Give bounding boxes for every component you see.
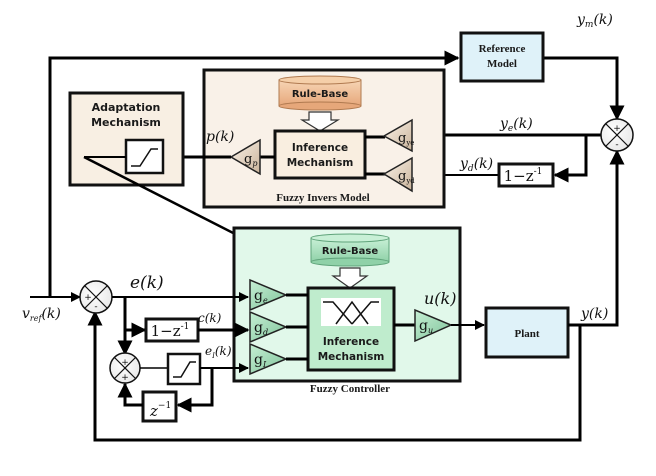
ref-wire xyxy=(48,50,460,297)
u-label: u(k) xyxy=(424,289,456,308)
fuzzy-inverse-model-block: Rule-Base Inference Mechanism gye gyd gp… xyxy=(202,68,446,209)
sum-sign-plus-2: + xyxy=(121,373,129,383)
difference-block-inverse: 1−z-1 xyxy=(497,162,555,188)
delay-output-wire xyxy=(117,382,143,407)
saturation-icon-2 xyxy=(173,361,196,378)
p-label: p(k) xyxy=(206,129,234,145)
adaptation-label-1: Adaptation xyxy=(92,101,161,114)
svg-text:gu: gu xyxy=(419,318,433,335)
reference-model-label-1: Reference xyxy=(479,43,526,55)
controller-inference-label-2: Mechanism xyxy=(318,351,385,363)
gain-u: gu xyxy=(414,308,453,343)
sum-junction-main: + - xyxy=(79,280,113,314)
svg-text:gp: gp xyxy=(244,152,257,168)
yd-label: yd(k) xyxy=(459,156,493,174)
svg-text:Rule-Base: Rule-Base xyxy=(322,246,379,257)
ym-wire xyxy=(543,56,625,121)
sum-sign-plus: + xyxy=(84,293,92,303)
difference-block-controller: 1−z-1 xyxy=(144,317,200,343)
sum-sign-plus: + xyxy=(121,358,129,368)
sum-junction-error: + - xyxy=(600,118,634,152)
sum-junction-integrator: + + xyxy=(109,352,141,384)
saturation-block-adapt xyxy=(124,138,165,175)
controller-inference-label-1: Inference xyxy=(323,336,379,348)
adaptation-mechanism-block: Adaptation Mechanism xyxy=(68,91,185,187)
inference-label-1: Inference xyxy=(292,142,348,154)
rule-base-controller: Rule-Base xyxy=(310,233,390,267)
reference-model-label-2: Model xyxy=(487,58,517,70)
gain-i: gI xyxy=(249,342,288,376)
y-feedback-up-wire xyxy=(580,149,625,327)
plant-label: Plant xyxy=(514,328,539,340)
svg-text:1−z-1: 1−z-1 xyxy=(151,322,190,340)
reference-model-block: Reference Model xyxy=(459,31,545,83)
svg-text:gye: gye xyxy=(398,131,414,147)
saturation-icon xyxy=(131,148,158,167)
c-label: c(k) xyxy=(198,311,222,325)
adaptation-label-2: Mechanism xyxy=(91,116,161,129)
y-label: y(k) xyxy=(580,306,608,322)
eI-label: eI(k) xyxy=(205,344,232,360)
y-feedback-bottom-wire xyxy=(87,310,582,442)
svg-text:gI: gI xyxy=(254,352,267,369)
ym-label: ym(k) xyxy=(576,12,613,30)
svg-text:ge: ge xyxy=(254,288,268,305)
svg-text:gyd: gyd xyxy=(398,169,415,185)
gain-d: gd xyxy=(249,310,288,344)
fuzzy-inverse-model-caption: Fuzzy Invers Model xyxy=(276,192,369,204)
rule-base-inverse: Rule-Base xyxy=(278,75,362,111)
ye-branch-wire xyxy=(553,135,588,183)
gain-p: gp xyxy=(229,138,261,176)
e-label: e(k) xyxy=(130,273,164,293)
sum-sign-minus: - xyxy=(94,302,97,312)
sum-sign-minus: - xyxy=(615,140,618,150)
svg-text:Rule-Base: Rule-Base xyxy=(292,89,349,100)
vref-label: vref(k) xyxy=(22,306,61,323)
svg-text:gd: gd xyxy=(254,320,268,337)
delay-loop-wire xyxy=(176,368,214,413)
ye-label: ye(k) xyxy=(499,116,533,134)
svg-text:z−1: z−1 xyxy=(149,401,171,420)
rule-base-arrow-inverse xyxy=(299,111,341,132)
inference-label-2: Mechanism xyxy=(287,157,354,169)
plant-block: Plant xyxy=(484,306,570,359)
saturation-block-integrator xyxy=(166,352,202,386)
gain-e: ge xyxy=(249,278,288,312)
fuzzy-controller-caption: Fuzzy Controller xyxy=(310,383,390,395)
rule-base-arrow-controller xyxy=(331,267,369,289)
fuzzy-controller-block: Rule-Base Inference Mechanism ge gd gI xyxy=(232,226,462,395)
gain-ye: gye xyxy=(382,118,414,153)
delay-block: z−1 xyxy=(141,390,178,423)
sum-sign-plus: + xyxy=(613,124,621,134)
svg-text:1−z-1: 1−z-1 xyxy=(504,167,543,185)
gain-yd: gyd xyxy=(382,156,415,193)
